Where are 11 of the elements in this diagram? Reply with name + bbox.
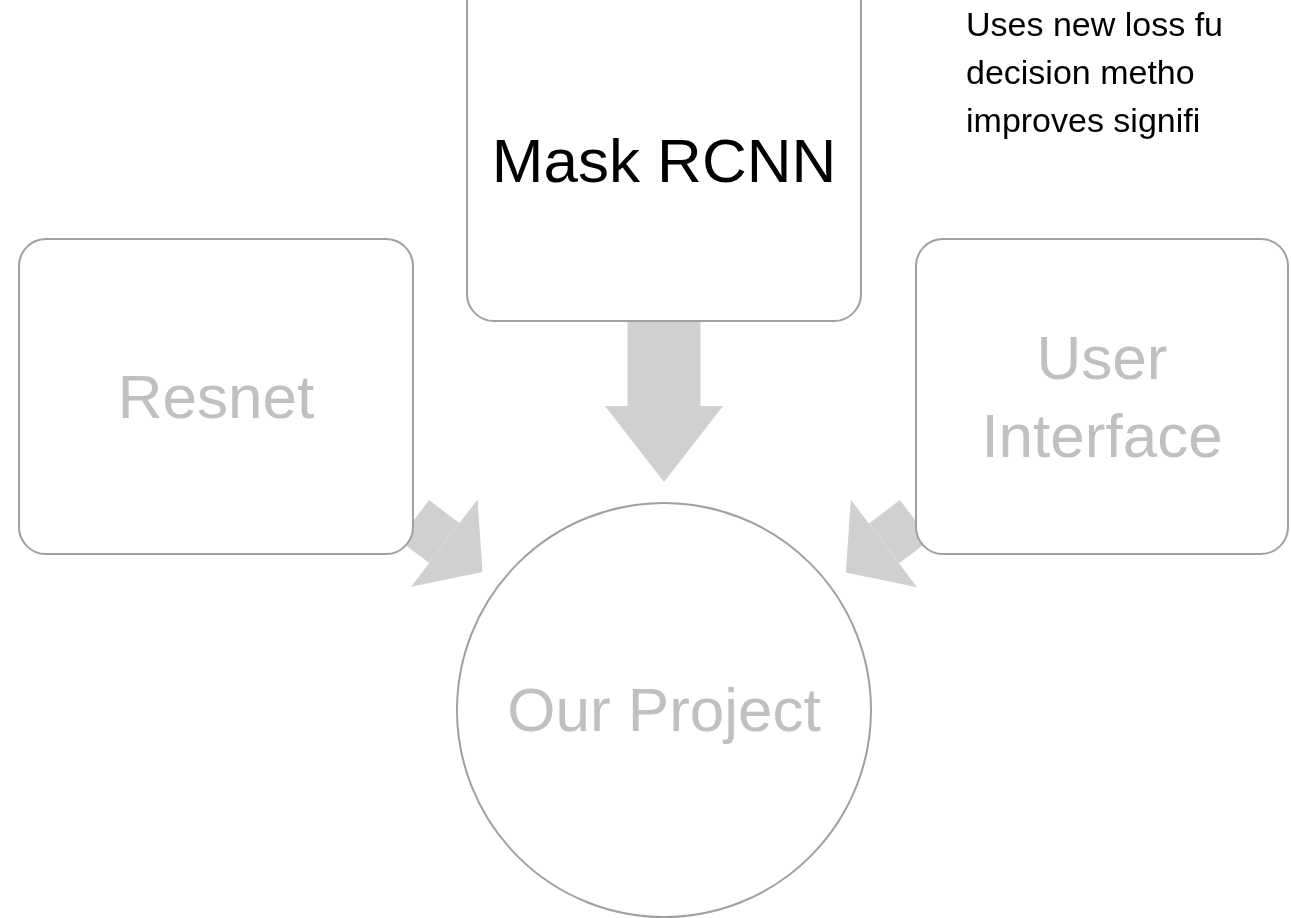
node-label: Resnet [116, 360, 316, 433]
node-label: User Interface [980, 322, 1224, 472]
block-arrow [605, 322, 723, 482]
rounded-box [915, 238, 1289, 555]
note-text: Uses new loss fu [966, 4, 1223, 45]
rounded-box [18, 238, 414, 555]
rounded-box [466, 0, 862, 322]
note-text: improves signifi [966, 100, 1202, 141]
node-label: Our Project [506, 674, 822, 747]
note-text: decision metho [966, 52, 1196, 93]
node-label: Mask RCNN [490, 125, 838, 198]
